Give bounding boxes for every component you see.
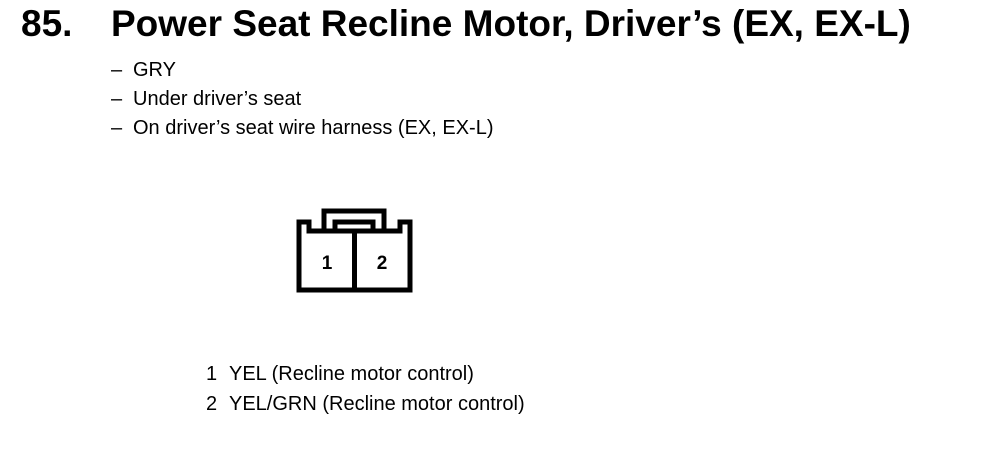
pin-number: 2 [206,393,218,415]
pin-assignment-list: 1 YEL (Recline motor control) 2 YEL/GRN (R… [206,359,525,419]
component-title: Power Seat Recline Motor, Driver’s (EX, … [111,3,911,44]
connector-lock-tab [321,208,387,232]
connector-location: –Under driver’s seat [111,85,494,114]
pin-number: 1 [206,363,218,385]
list-dash: – [111,117,123,139]
connector-info-list: –GRY –Under driver’s seat –On driver’s s… [111,56,494,143]
list-dash: – [111,59,123,81]
pin-row: 2 YEL/GRN (Recline motor control) [206,389,525,419]
connector-location-text: Under driver’s seat [133,88,302,110]
pin-row: 1 YEL (Recline motor control) [206,359,525,389]
list-dash: – [111,88,123,110]
connector-color: –GRY [111,56,494,85]
connector-harness-text: On driver’s seat wire harness (EX, EX-L) [133,117,494,139]
pin-description: YEL/GRN (Recline motor control) [229,393,525,415]
terminal-2-label: 2 [377,253,388,274]
connector-lock-tab-inner [332,219,376,232]
connector-color-text: GRY [133,59,176,81]
pin-description: YEL (Recline motor control) [229,363,474,385]
connector-harness: –On driver’s seat wire harness (EX, EX-L… [111,114,494,143]
terminal-1-label: 1 [322,253,333,274]
connector-housing [296,219,413,293]
component-number: 85. [21,3,73,44]
connector-face-diagram: 1 2 [296,208,413,293]
